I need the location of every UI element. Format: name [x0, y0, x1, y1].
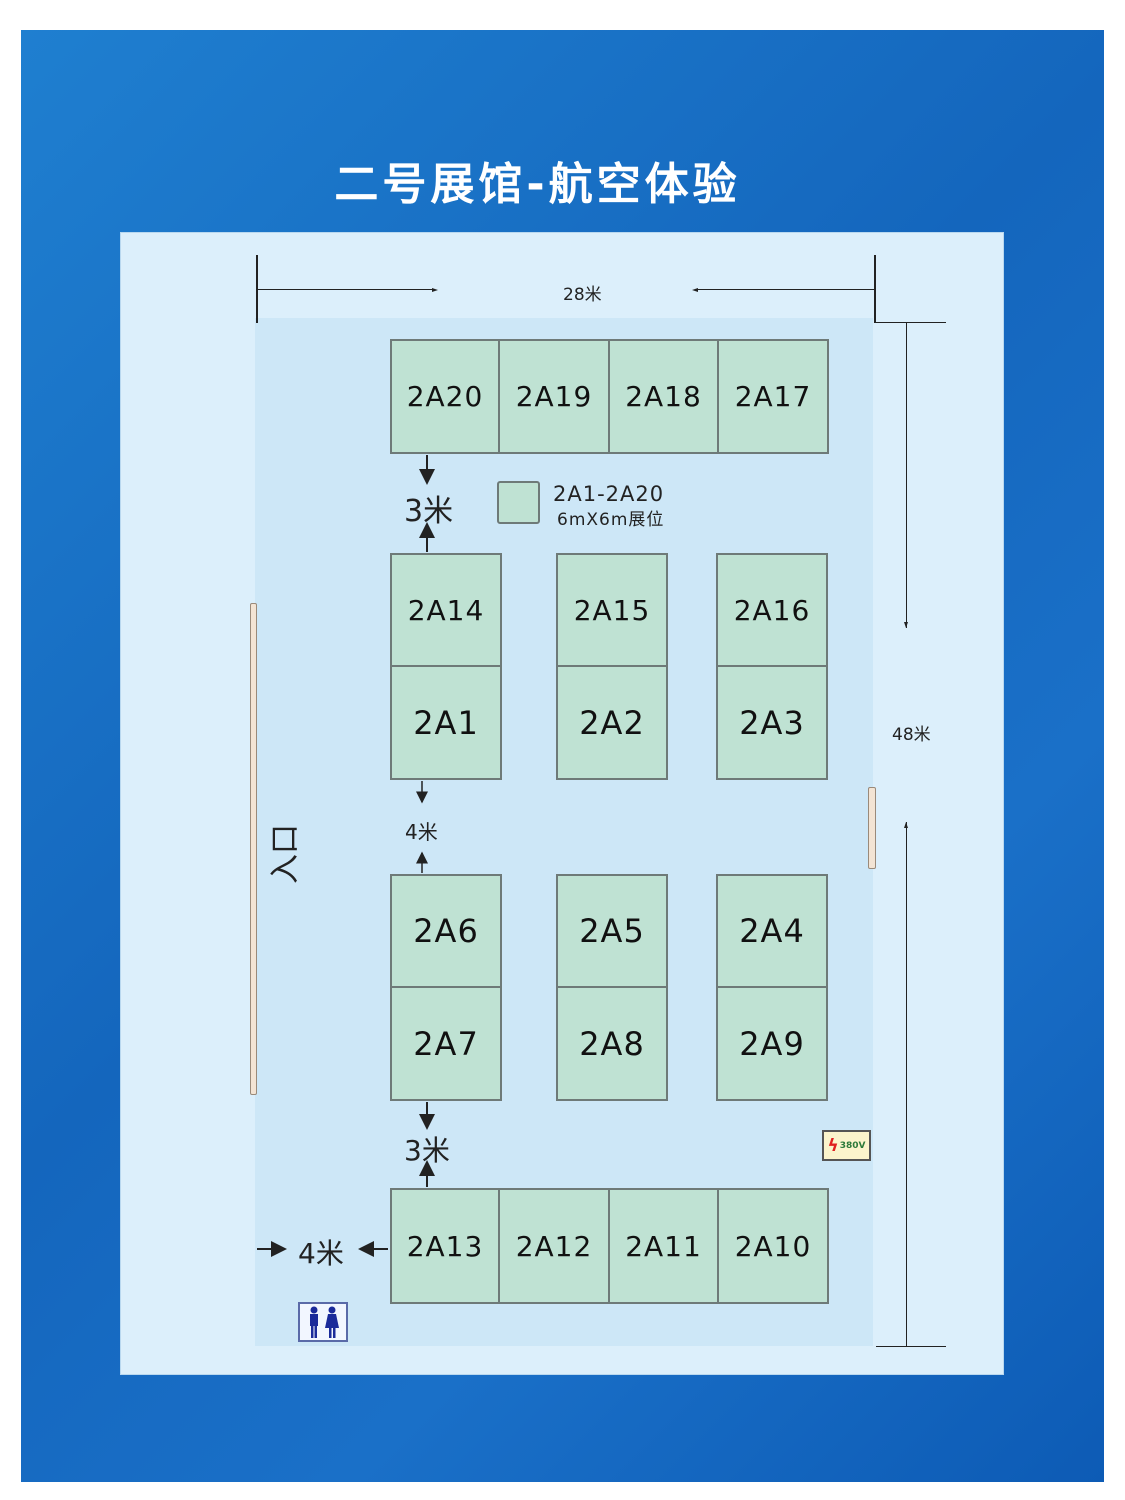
entrance-wall: [250, 603, 257, 1095]
booth[interactable]: 2A4: [716, 874, 828, 988]
legend-range: 2A1-2A20: [553, 482, 665, 506]
dim-line: [876, 1346, 946, 1347]
dim-line: [874, 255, 876, 323]
hall-area: [255, 318, 873, 1346]
booth[interactable]: 2A1: [390, 665, 502, 780]
width-label: 28米: [563, 285, 602, 305]
booth[interactable]: 2A9: [716, 986, 828, 1101]
booth[interactable]: 2A16: [716, 553, 828, 667]
booth[interactable]: 2A14: [390, 553, 502, 667]
height-label: 48米: [892, 725, 931, 745]
dim-arrow: [257, 289, 435, 290]
power-outlet: ϟ 380V: [822, 1130, 871, 1161]
dim-arrow: [695, 289, 875, 290]
dim-arrow: [906, 822, 907, 1346]
gap-label-middle: 4米: [405, 820, 438, 844]
booth[interactable]: 2A3: [716, 665, 828, 780]
power-label: 380V: [839, 1140, 866, 1151]
gap-label-top: 3米: [404, 494, 454, 529]
gap-label-left: 4米: [298, 1237, 344, 1270]
booth[interactable]: 2A7: [390, 986, 502, 1101]
booth[interactable]: 2A2: [556, 665, 668, 780]
gap-label-bottom: 3米: [404, 1134, 450, 1167]
booth[interactable]: 2A11: [608, 1188, 719, 1304]
booth[interactable]: 2A8: [556, 986, 668, 1101]
booth[interactable]: 2A5: [556, 874, 668, 988]
booth[interactable]: 2A17: [717, 339, 829, 454]
lightning-icon: ϟ: [827, 1135, 839, 1156]
booth[interactable]: 2A6: [390, 874, 502, 988]
booth[interactable]: 2A10: [717, 1188, 829, 1304]
restroom-icon: [298, 1302, 348, 1342]
booth[interactable]: 2A15: [556, 553, 668, 667]
side-door: [868, 787, 876, 869]
legend-size: 6mX6m展位: [557, 510, 665, 530]
dim-arrow: [906, 323, 907, 628]
page-title: 二号展馆-航空体验: [334, 159, 741, 210]
legend-swatch: [497, 481, 540, 524]
booth[interactable]: 2A12: [498, 1188, 610, 1304]
dim-line: [876, 322, 946, 323]
